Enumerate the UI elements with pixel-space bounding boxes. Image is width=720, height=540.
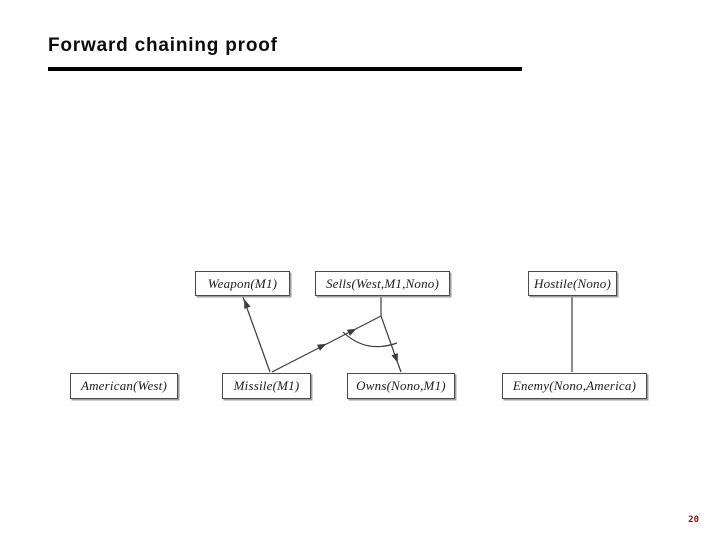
proof-node-label: Weapon(M1) xyxy=(207,275,278,291)
proof-node-enemy: Enemy(Nono,America) xyxy=(502,373,647,399)
proof-node-missile: Missile(M1) xyxy=(222,373,311,399)
proof-node-label: Owns(Nono,M1) xyxy=(356,378,446,393)
proof-node-label: Hostile(Nono) xyxy=(534,275,611,291)
and-arc xyxy=(342,331,398,348)
arrow-into-owns-icon xyxy=(391,353,398,363)
proof-node-label: Enemy(Nono,America) xyxy=(512,378,637,393)
arrow-to-junction-upper-icon xyxy=(346,328,357,336)
edge-junction-to-owns xyxy=(380,315,402,373)
arrow-to-junction-lower-icon xyxy=(316,343,327,351)
arrow-into-weapon-icon xyxy=(244,299,251,309)
edge-missile-to-weapon xyxy=(242,296,271,373)
proof-node-hostile: Hostile(Nono) xyxy=(528,271,617,296)
title-underline xyxy=(48,67,522,71)
page-number: 20 xyxy=(688,515,699,525)
slide-title: Forward chaining proof xyxy=(48,35,278,56)
proof-node-sells: Sells(West,M1,Nono) xyxy=(315,271,450,296)
proof-node-label: Sells(West,M1,Nono) xyxy=(325,275,440,291)
proof-node-label: Missile(M1) xyxy=(233,378,300,393)
edge-junction-to-missile xyxy=(271,315,382,373)
proof-node-american: American(West) xyxy=(70,373,178,399)
proof-node-owns: Owns(Nono,M1) xyxy=(347,373,455,399)
proof-node-label: American(West) xyxy=(80,378,168,393)
proof-node-weapon: Weapon(M1) xyxy=(195,271,290,296)
